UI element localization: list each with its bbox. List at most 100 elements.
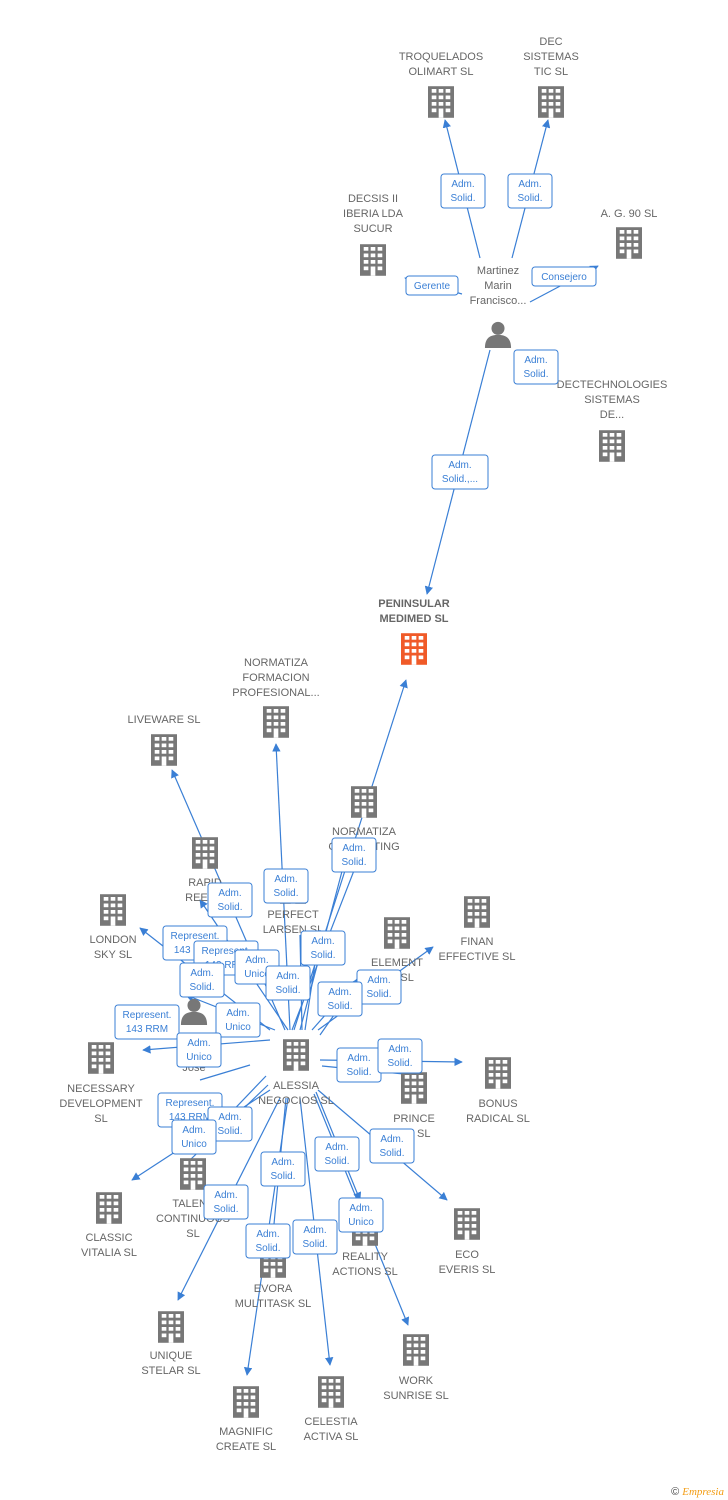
- node-label: DEC: [539, 36, 562, 48]
- building-icon: [485, 1057, 511, 1089]
- node-label: DECSIS II: [348, 193, 398, 205]
- building-icon: [384, 917, 410, 949]
- relation-label[interactable]: Adm.Solid.: [263, 868, 309, 904]
- relation-label[interactable]: Adm.Solid.: [300, 930, 346, 966]
- relation-label[interactable]: Adm.Solid.: [203, 1184, 249, 1220]
- relation-text: 143 RRM: [205, 960, 247, 971]
- building-icon: [151, 734, 177, 766]
- person-icon: [484, 321, 512, 348]
- relation-label[interactable]: Adm.Unico: [215, 1002, 261, 1038]
- relation-box: [338, 1197, 384, 1233]
- relation-label[interactable]: Adm. Solid.: [245, 1223, 291, 1259]
- relation-label[interactable]: Consejero: [531, 266, 597, 287]
- relation-text: Adm.: [347, 1053, 370, 1064]
- relation-box: [207, 882, 253, 918]
- building-icon: [403, 1334, 429, 1366]
- person-icon: [180, 998, 208, 1025]
- relation-text: Consejero: [541, 272, 587, 283]
- building-icon: [180, 1158, 206, 1190]
- relation-text: Adm.: [256, 1229, 279, 1240]
- relation-box: [292, 1219, 338, 1255]
- node-label: PERFECT: [267, 909, 319, 921]
- relation-label[interactable]: Adm.Solid.: [377, 1038, 423, 1074]
- relation-label[interactable]: Adm.Solid.: [331, 837, 377, 873]
- relation-label[interactable]: Adm. Solid.: [513, 349, 559, 385]
- building-icon: [158, 1311, 184, 1343]
- node-label: Marin: [484, 280, 512, 292]
- relation-text: Adm.: [182, 1125, 205, 1136]
- relation-box: [245, 1223, 291, 1259]
- node-ag90[interactable]: A. G. 90 SL: [601, 208, 658, 259]
- relation-label[interactable]: Adm.Solid.: [369, 1128, 415, 1164]
- relation-box: [431, 454, 489, 490]
- relation-label[interactable]: Adm.Solid.: [260, 1151, 306, 1187]
- node-label: Martinez: [477, 265, 519, 277]
- relation-label[interactable]: Adm.Solid.,...: [431, 454, 489, 490]
- relation-label[interactable]: Adm.Solid.: [179, 962, 225, 998]
- relation-label[interactable]: Adm. Solid.: [336, 1047, 382, 1083]
- relation-text: Solid.: [346, 1067, 371, 1078]
- relation-text: Gerente: [414, 281, 451, 292]
- relation-text: Solid.: [255, 1243, 280, 1254]
- relation-label[interactable]: Adm.Unico: [176, 1032, 222, 1068]
- relation-text: Adm.: [271, 1157, 294, 1168]
- node-dectech[interactable]: DECTECHNOLOGIESSISTEMASDE...: [557, 379, 668, 462]
- relation-box: [405, 275, 459, 296]
- relation-box: [263, 868, 309, 904]
- node-martinez[interactable]: MartinezMarinFrancisco...: [470, 265, 527, 348]
- relation-text: Adm.: [367, 975, 390, 986]
- node-label: SKY SL: [94, 949, 132, 961]
- node-label: TIC SL: [534, 66, 568, 78]
- node-label: MULTITASK SL: [235, 1298, 312, 1310]
- node-label: CLASSIC: [85, 1232, 132, 1244]
- relation-text: Adm.: [342, 843, 365, 854]
- building-icon: [100, 894, 126, 926]
- relation-label[interactable]: Adm.Unico: [171, 1119, 217, 1155]
- relation-label[interactable]: Represent.143 RRM: [114, 1004, 180, 1040]
- relation-text: Solid.: [217, 902, 242, 913]
- relation-text: Solid.: [523, 369, 548, 380]
- relation-text: Solid.: [189, 982, 214, 993]
- node-label: ALESSIA: [273, 1080, 320, 1092]
- relation-label[interactable]: Adm.Solid.: [440, 173, 486, 209]
- relation-label[interactable]: Adm.Solid.: [356, 969, 402, 1005]
- node-label: RADICAL SL: [466, 1113, 530, 1125]
- relation-label[interactable]: Adm.Solid.: [265, 965, 311, 1001]
- relation-text: Adm.: [524, 355, 547, 366]
- relation-label[interactable]: Adm.Solid.: [292, 1219, 338, 1255]
- relation-box: [179, 962, 225, 998]
- relation-label[interactable]: Adm.Solid.: [507, 173, 553, 209]
- relation-label[interactable]: Gerente: [405, 275, 459, 296]
- node-label: SL: [94, 1113, 107, 1125]
- relation-label[interactable]: Adm.Unico: [338, 1197, 384, 1233]
- relation-label[interactable]: Adm.Solid.: [314, 1136, 360, 1172]
- brand-logo[interactable]: Empresia: [682, 1486, 724, 1498]
- node-liveware[interactable]: LIVEWARE SL: [128, 714, 201, 766]
- relation-label[interactable]: Adm.Solid.: [207, 1106, 253, 1142]
- relation-box: [176, 1032, 222, 1068]
- node-normatiza_form[interactable]: NORMATIZAFORMACIONPROFESIONAL...: [232, 657, 320, 738]
- relation-label[interactable]: Adm.Solid.: [317, 981, 363, 1017]
- relation-text: Solid.: [387, 1058, 412, 1069]
- relation-label[interactable]: Adm.Solid.: [207, 882, 253, 918]
- node-label: A. G. 90 SL: [601, 208, 658, 220]
- building-icon: [318, 1376, 344, 1408]
